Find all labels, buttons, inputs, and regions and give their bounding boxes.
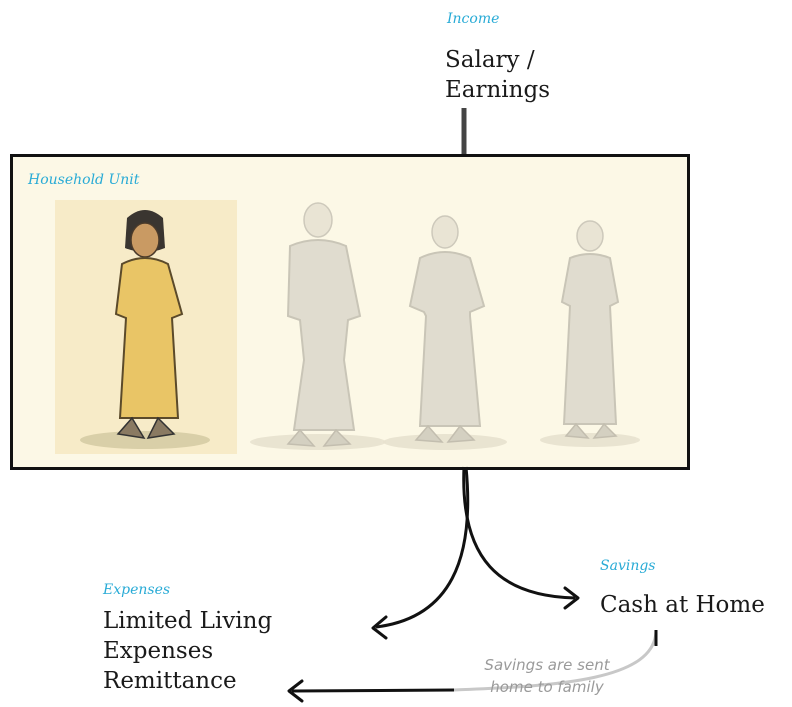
expenses-arrow: [375, 466, 470, 629]
income-label-line-2: Earnings: [445, 77, 551, 103]
woman-figure-2-faded: [383, 215, 507, 450]
expenses-label-line-3: Remittance: [103, 668, 237, 694]
expenses-category-label: Expenses: [103, 582, 171, 598]
expenses-label-line-2: Expenses: [103, 638, 214, 664]
remittance-arrow-dark: [291, 688, 455, 693]
woman-figure-highlighted: [55, 200, 237, 454]
remittance-note-line-1: Savings are sent: [484, 656, 610, 674]
savings-arrow: [462, 466, 576, 600]
expenses-label: Limited Living Expenses Remittance: [103, 606, 272, 696]
savings-category-label: Savings: [600, 558, 656, 574]
income-label: Salary / Earnings: [445, 45, 550, 105]
man-figure-faded: [250, 202, 386, 450]
remittance-note-line-2: home to family: [490, 678, 604, 696]
expenses-arrowhead-icon: [371, 615, 388, 640]
remittance-note: Savings are sent home to family: [462, 654, 632, 698]
household-category-label: Household Unit: [28, 172, 140, 188]
remittance-arrowhead-icon: [287, 679, 304, 703]
income-label-line-1: Salary /: [445, 47, 535, 73]
remittance-arrow-grey: [453, 629, 658, 692]
savings-label: Cash at Home: [600, 592, 765, 618]
boy-figure-faded: [540, 220, 640, 447]
income-category-label: Income: [447, 11, 500, 27]
savings-arrowhead-icon: [563, 586, 580, 610]
expenses-label-line-1: Limited Living: [103, 608, 273, 634]
